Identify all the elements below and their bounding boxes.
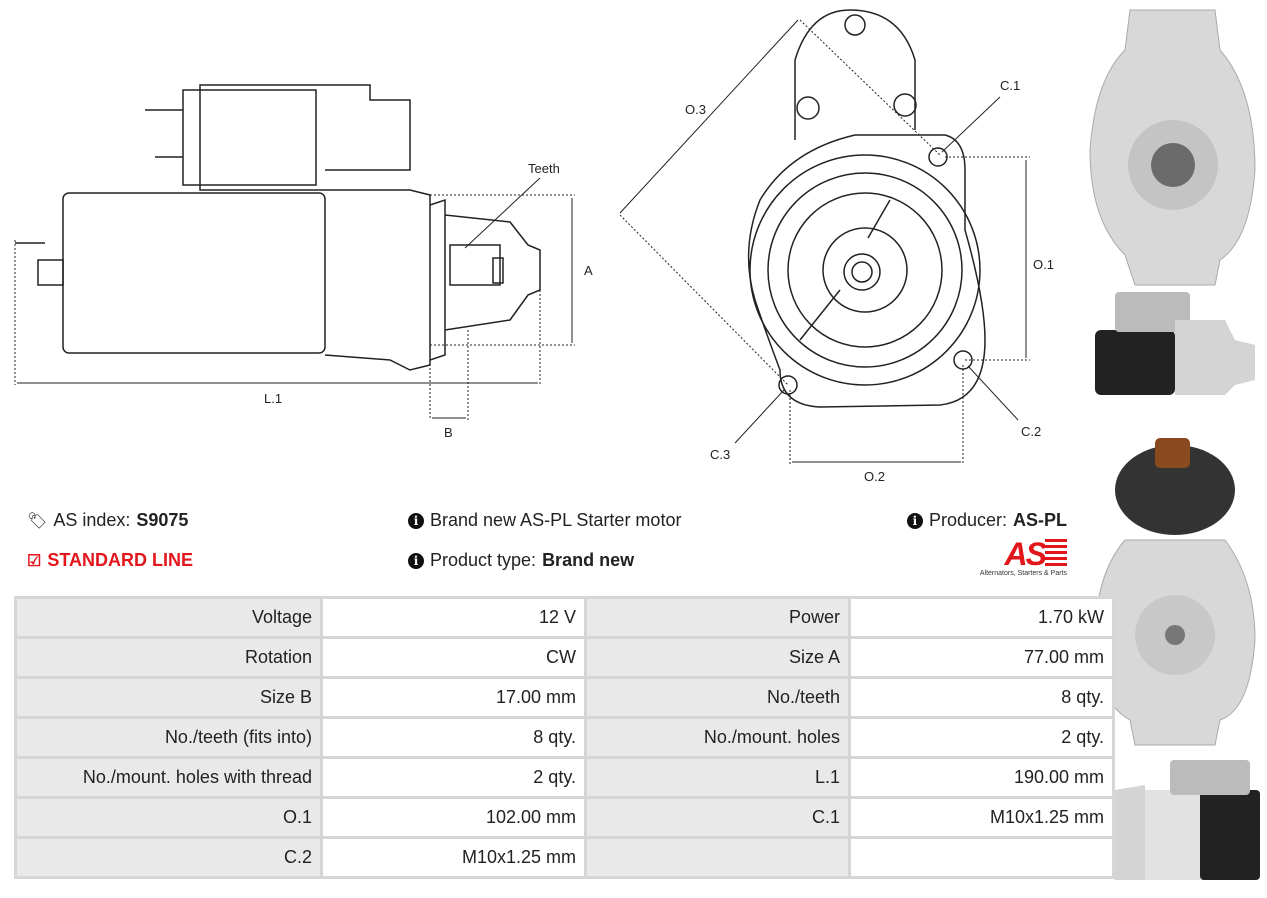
- spec-value: 1.70 kW: [848, 596, 1115, 639]
- spec-value: 12 V: [320, 596, 587, 639]
- spec-label: No./teeth: [584, 676, 851, 719]
- spec-label: Size A: [584, 636, 851, 679]
- spec-label: Voltage: [14, 596, 323, 639]
- spec-value: 2 qty.: [320, 756, 587, 799]
- info-icon: i: [408, 552, 424, 569]
- label-a: A: [584, 263, 593, 278]
- spec-row: No./teeth (fits into)8 qty.No./mount. ho…: [14, 716, 1115, 759]
- label-teeth: Teeth: [528, 161, 560, 176]
- info-icon: i: [408, 512, 424, 529]
- spec-label: Power: [584, 596, 851, 639]
- spec-label: [584, 836, 851, 879]
- checkbox-icon: ☑: [27, 552, 42, 570]
- front-view: [747, 9, 986, 408]
- description: i Brand new AS-PL Starter motor: [408, 510, 681, 531]
- info-icon: i: [906, 512, 923, 529]
- label-o2: O.2: [864, 469, 885, 484]
- label-b: B: [444, 425, 453, 440]
- side-view: [15, 84, 541, 371]
- spec-label: No./mount. holes with thread: [14, 756, 323, 799]
- label-c3: C.3: [710, 447, 730, 462]
- label-o1: O.1: [1033, 257, 1054, 272]
- label-o3: O.3: [685, 102, 706, 117]
- spec-value: 8 qty.: [320, 716, 587, 759]
- product-type: i Product type: Brand new: [408, 550, 634, 571]
- photo-front-solenoid: [1094, 438, 1256, 746]
- technical-drawing: Teeth A L.1 B O.3 C.1 O.1 C.2 C.3 O.2: [14, 9, 1054, 484]
- photo-front: [1089, 9, 1256, 286]
- spec-value: 190.00 mm: [848, 756, 1115, 799]
- spec-value: M10x1.25 mm: [848, 796, 1115, 839]
- spec-value: [848, 836, 1115, 879]
- photo-side-2: [1095, 760, 1260, 880]
- spec-label: C.2: [14, 836, 323, 879]
- product-photos: [1089, 9, 1260, 880]
- tags-icon: 🏷: [27, 512, 48, 530]
- spec-value: 2 qty.: [848, 716, 1115, 759]
- spec-label: L.1: [584, 756, 851, 799]
- label-l1: L.1: [264, 391, 282, 406]
- spec-value: 102.00 mm: [320, 796, 587, 839]
- label-c1: C.1: [1000, 78, 1020, 93]
- as-pl-logo: AS Alternators, Starters & Parts: [965, 538, 1067, 577]
- spec-value: CW: [320, 636, 587, 679]
- producer: i Producer: AS-PL: [906, 510, 1067, 531]
- spec-label: O.1: [14, 796, 323, 839]
- standard-line-badge: ☑ STANDARD LINE: [27, 550, 194, 570]
- spec-value: 77.00 mm: [848, 636, 1115, 679]
- spec-value: 17.00 mm: [320, 676, 587, 719]
- as-index: 🏷 AS index: S9075: [27, 510, 189, 530]
- spec-label: Rotation: [14, 636, 323, 679]
- as-index-value: S9075: [136, 510, 189, 530]
- photo-side: [1095, 292, 1255, 395]
- label-c2: C.2: [1021, 424, 1041, 439]
- spec-label: C.1: [584, 796, 851, 839]
- spec-value: M10x1.25 mm: [320, 836, 587, 879]
- spec-value: 8 qty.: [848, 676, 1115, 719]
- spec-label: No./teeth (fits into): [14, 716, 323, 759]
- spec-label: Size B: [14, 676, 323, 719]
- spec-label: No./mount. holes: [584, 716, 851, 759]
